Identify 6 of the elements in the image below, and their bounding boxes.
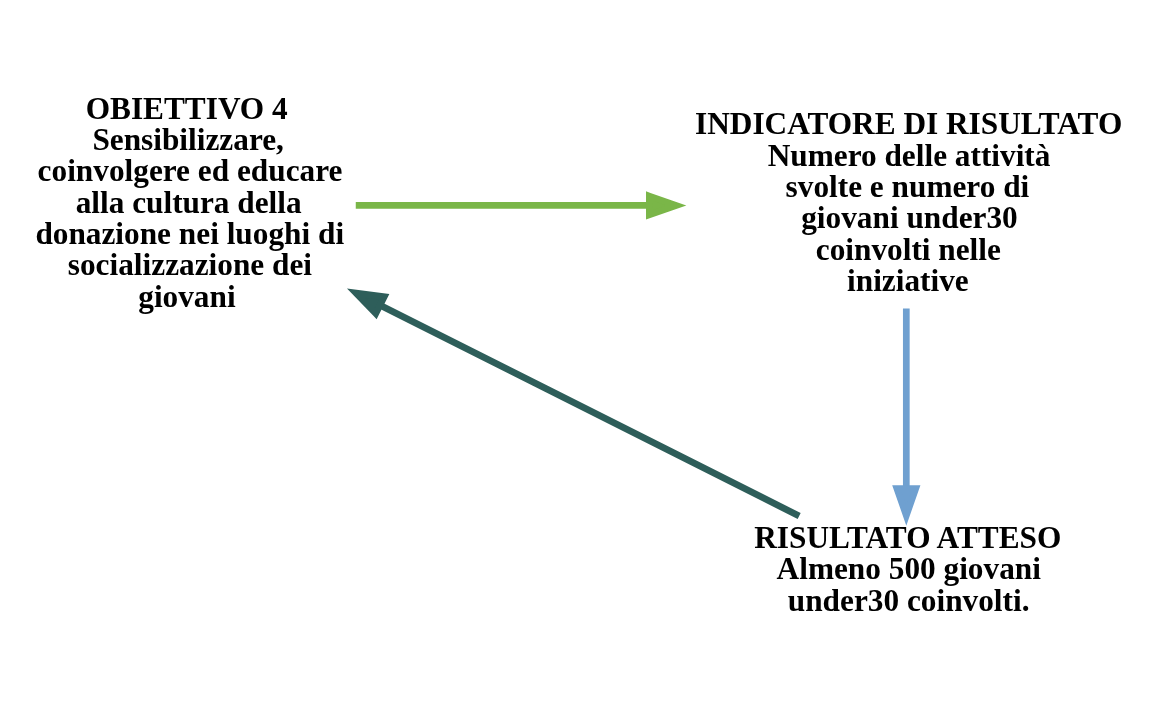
node-text: OBIETTIVO 4 Sensibilizzare, coinvolgere ed educare alla cultura della donazione nei luoghi di socializzazione dei giovani [35,90,345,314]
node-text: INDICATORE DI RISULTATO Numero delle attività svolte e numero di giovani under30 coinvolti nelle iniziative [695,106,1123,298]
arrow [892,308,921,526]
node-text: RISULTATO ATTESO Almeno 500 giovani under30 coinvolti. [754,520,1062,618]
arrow [346,288,801,519]
arrow [355,191,687,220]
